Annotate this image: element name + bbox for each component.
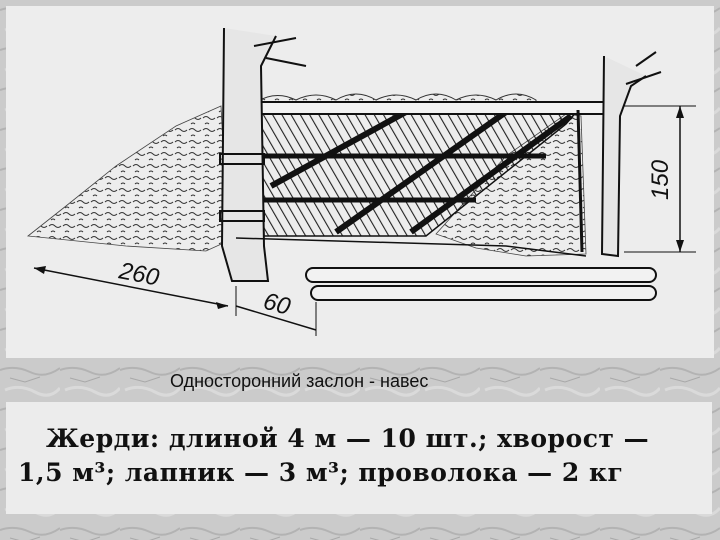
ground-log (305, 267, 657, 283)
stake (576, 109, 584, 253)
ground-line (235, 237, 587, 257)
brace (269, 109, 408, 189)
brace (334, 109, 508, 235)
tree-trunk-right (600, 55, 647, 258)
brushwood-pile-left (26, 105, 229, 252)
dimension-label-260: 260 (116, 257, 162, 291)
dimension-line-60 (235, 305, 317, 331)
dimension-line-260 (33, 267, 229, 307)
ground-log (310, 285, 657, 301)
tree-binding (219, 153, 265, 165)
one-sided-shelter-drawing: 260 60 150 (26, 27, 696, 336)
brace (409, 113, 573, 235)
shelter-diagram-panel: 260 60 150 (6, 6, 714, 358)
dimension-label-150: 150 (647, 159, 674, 200)
materials-list-panel: Жерди: длиной 4 м — 10 шт.; хворост — 1,… (6, 402, 712, 514)
figure-caption: Односторонний заслон - навес (170, 371, 429, 391)
tree-binding (219, 210, 265, 222)
materials-line-2: 1,5 м³; лапник — 3 м³; проволока — 2 кг (18, 458, 624, 487)
dimension-label-60: 60 (260, 288, 293, 321)
materials-line-1: Жерди: длиной 4 м — 10 шт.; хворост — (46, 424, 650, 453)
top-crossbar (241, 101, 623, 115)
